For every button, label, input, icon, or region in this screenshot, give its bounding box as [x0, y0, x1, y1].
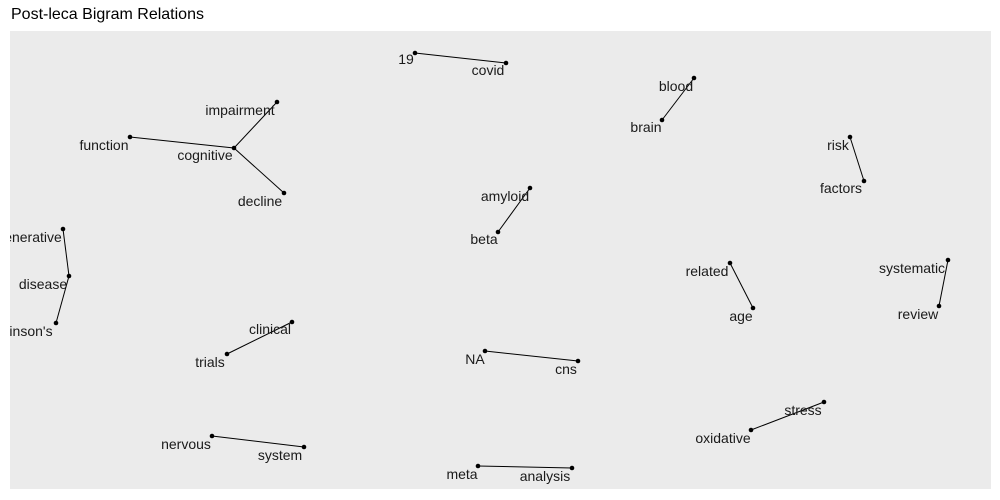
node-label-related: related — [686, 263, 729, 279]
edge-risk-factors — [849, 136, 865, 182]
node-point-function — [127, 134, 133, 140]
edge-parkinsons-disease — [55, 275, 70, 324]
plot-panel — [10, 31, 991, 489]
node-point-19 — [412, 50, 418, 56]
node-label-cognitive: cognitive — [177, 147, 232, 163]
node-point-brain — [659, 117, 665, 123]
node-label-system: system — [258, 447, 302, 463]
node-point-covid — [503, 60, 509, 66]
edge-meta-analysis — [477, 465, 573, 469]
node-point-parkinsons — [53, 320, 59, 326]
edge-nervous-system — [211, 435, 305, 448]
node-point-neurodegenerative — [60, 226, 66, 232]
node-label-systematic: systematic — [879, 260, 945, 276]
node-point-beta — [495, 229, 501, 235]
node-label-review: review — [898, 306, 939, 322]
node-label-analysis: analysis — [520, 468, 571, 484]
node-label-factors: factors — [820, 180, 862, 196]
node-point-cognitive — [231, 145, 237, 151]
node-point-decline — [281, 190, 287, 196]
edge-neurodegenerative-disease — [62, 228, 70, 277]
edge-function-cognitive — [129, 136, 235, 149]
node-point-cns — [575, 358, 581, 364]
node-point-systematic — [945, 257, 951, 263]
edge-related-age — [729, 262, 754, 309]
node-point-meta — [475, 463, 481, 469]
node-point-NA — [482, 348, 488, 354]
node-label-blood: blood — [659, 78, 693, 94]
node-label-NA: NA — [465, 351, 485, 367]
edge-oxidative-stress — [750, 401, 825, 431]
node-point-amyloid — [527, 185, 533, 191]
node-label-parkinsons: inson's — [9, 323, 52, 339]
node-label-cns: cns — [555, 361, 577, 377]
node-label-beta: beta — [470, 231, 497, 247]
chart-title: Post-leca Bigram Relations — [11, 6, 204, 23]
node-label-oxidative: oxidative — [695, 430, 750, 446]
node-label-neurodegenerative: enerative — [4, 229, 62, 245]
edge-blood-brain — [661, 77, 695, 121]
node-label-impairment: impairment — [205, 102, 274, 118]
node-point-impairment — [274, 99, 280, 105]
node-point-disease — [66, 273, 72, 279]
node-point-factors — [861, 178, 867, 184]
node-point-related — [727, 260, 733, 266]
node-point-analysis — [569, 465, 575, 471]
edge-amyloid-beta — [497, 187, 531, 233]
node-label-brain: brain — [630, 119, 661, 135]
node-point-risk — [847, 134, 853, 140]
node-label-meta: meta — [446, 466, 477, 482]
node-point-clinical — [289, 319, 295, 325]
node-point-trials — [224, 351, 230, 357]
node-point-oxidative — [748, 427, 754, 433]
edge-cognitive-impairment — [233, 101, 278, 149]
node-point-age — [750, 305, 756, 311]
node-point-review — [936, 303, 942, 309]
edge-clinical-trials — [226, 321, 293, 355]
edge-19-covid — [414, 52, 507, 64]
node-label-age: age — [729, 308, 753, 324]
node-point-blood — [691, 75, 697, 81]
node-label-amyloid: amyloid — [481, 188, 529, 204]
node-label-disease: disease — [19, 276, 67, 292]
node-point-system — [301, 444, 307, 450]
node-label-decline: decline — [238, 193, 283, 209]
node-label-risk: risk — [827, 137, 850, 153]
node-label-clinical: clinical — [249, 321, 291, 337]
node-label-covid: covid — [472, 62, 505, 78]
node-label-trials: trials — [195, 354, 225, 370]
node-point-stress — [821, 399, 827, 405]
node-label-function: function — [79, 137, 128, 153]
edge-NA-cns — [484, 350, 579, 362]
node-label-stress: stress — [784, 402, 821, 418]
node-point-nervous — [209, 433, 215, 439]
node-label-nervous: nervous — [161, 436, 211, 452]
edge-cognitive-decline — [233, 147, 285, 194]
edge-systematic-review — [938, 259, 949, 307]
node-label-19: 19 — [398, 51, 414, 67]
